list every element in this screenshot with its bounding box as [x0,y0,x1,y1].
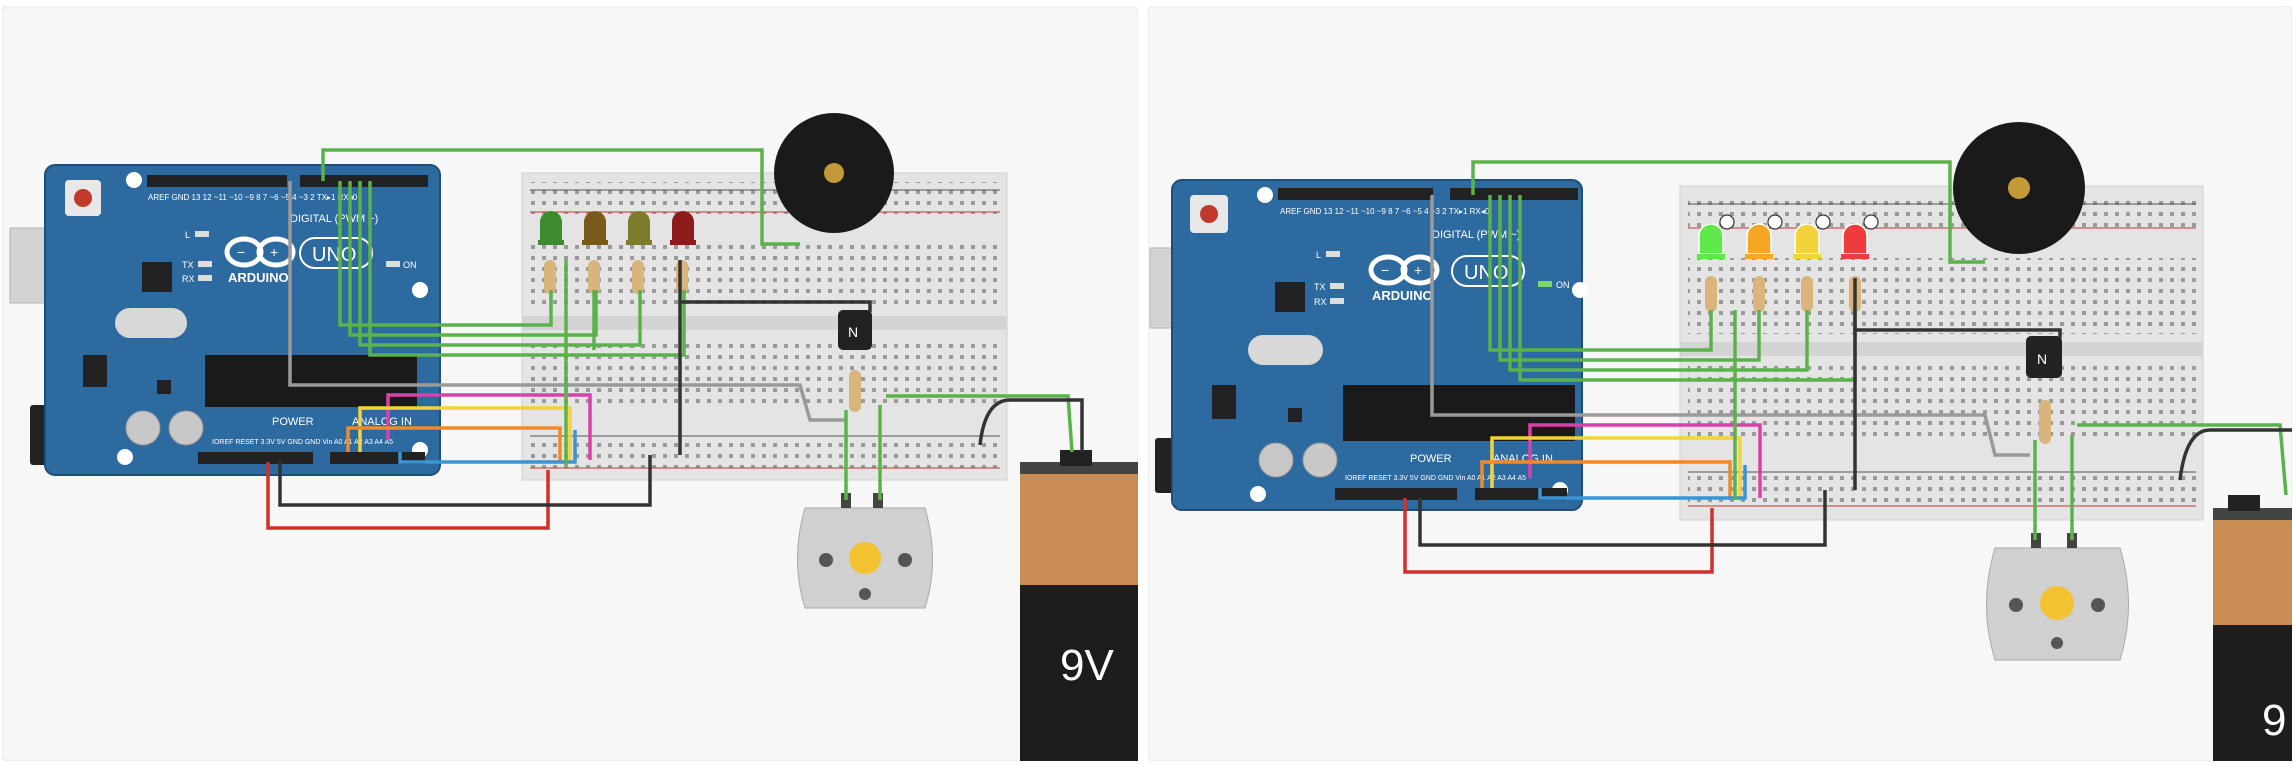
led [1697,214,1735,259]
piezo-buzzer [1953,122,2085,254]
transistor-label: N [2037,351,2047,367]
circuit-panel-before: AREF GND 13 12 ~11 ~10 ~9 8 7 ~6 ~5 4 ~3… [2,6,1138,761]
top-pin-labels: AREF GND 13 12 ~11 ~10 ~9 8 7 ~6 ~5 4 ~3… [1280,207,1490,216]
rx-label: RX [182,274,195,284]
led-lit-indicator-icon [1815,214,1831,230]
svg-text:+: + [1414,262,1422,278]
arduino-uno-board: AREF GND 13 12 ~11 ~10 ~9 8 7 ~6 ~5 4 ~3… [1171,179,1588,511]
l-led-label: L [185,230,190,240]
tx-label: TX [1314,282,1326,292]
arduino-logo-icon: − + [1368,254,1440,286]
led [582,211,608,245]
arduino-brand: ARDUINO [228,270,289,285]
battery-label: 9V [1060,641,1114,690]
arduino-model: UNO [312,244,356,266]
led-lit-indicator-icon [1863,214,1879,230]
wires [266,148,1084,530]
led-lit-indicator-icon [1767,214,1783,230]
battery-label: 9 [2262,696,2286,745]
bottom-pin-labels: IOREF RESET 3.3V 5V GND GND Vin A0 A1 A2… [212,439,393,446]
piezo-buzzer [774,113,894,233]
dc-motor [797,493,933,609]
npn-transistor: N [838,310,872,412]
transistor-label: N [848,324,858,340]
led [1793,214,1831,259]
rx-label: RX [1314,297,1327,307]
motor-shaft-icon [2040,586,2074,620]
led [1745,214,1783,259]
bottom-pin-labels: IOREF RESET 3.3V 5V GND GND Vin A0 A1 A2… [1345,475,1526,482]
led [670,211,696,245]
svg-text:+: + [270,244,278,260]
svg-text:−: − [1381,262,1389,278]
led [1841,214,1879,259]
power-label: POWER [1410,453,1452,465]
analog-label: ANALOG IN [352,416,412,428]
arduino-brand: ARDUINO [1372,288,1433,303]
led-group [538,211,696,245]
digital-label: DIGITAL (PWM ~) [1432,229,1520,241]
resistor [1705,276,1861,312]
digital-label: DIGITAL (PWM ~) [290,213,378,225]
led [626,211,652,245]
svg-text:−: − [237,244,245,260]
dc-motor [1986,533,2129,661]
power-label: POWER [272,416,314,428]
led-lit-indicator-icon [1719,214,1735,230]
on-led-label: ON [1556,280,1570,290]
motor-shaft-icon [849,542,881,574]
npn-transistor: N [2026,336,2062,444]
arduino-logo-icon: − + [224,236,296,268]
on-led-label: ON [403,260,417,270]
circuit-panel-after: AREF GND 13 12 ~11 ~10 ~9 8 7 ~6 ~5 4 ~3… [1148,6,2292,761]
battery-9v: 9V [1020,450,1138,761]
top-pin-labels: AREF GND 13 12 ~11 ~10 ~9 8 7 ~6 ~5 4 ~3… [148,193,358,202]
led [538,211,564,245]
led-group [1697,214,1879,259]
tx-label: TX [182,260,194,270]
l-led-label: L [1316,250,1321,260]
arduino-model: UNO [1464,262,1508,284]
wires [1403,160,2292,574]
battery-9v: 9 [2213,495,2292,761]
